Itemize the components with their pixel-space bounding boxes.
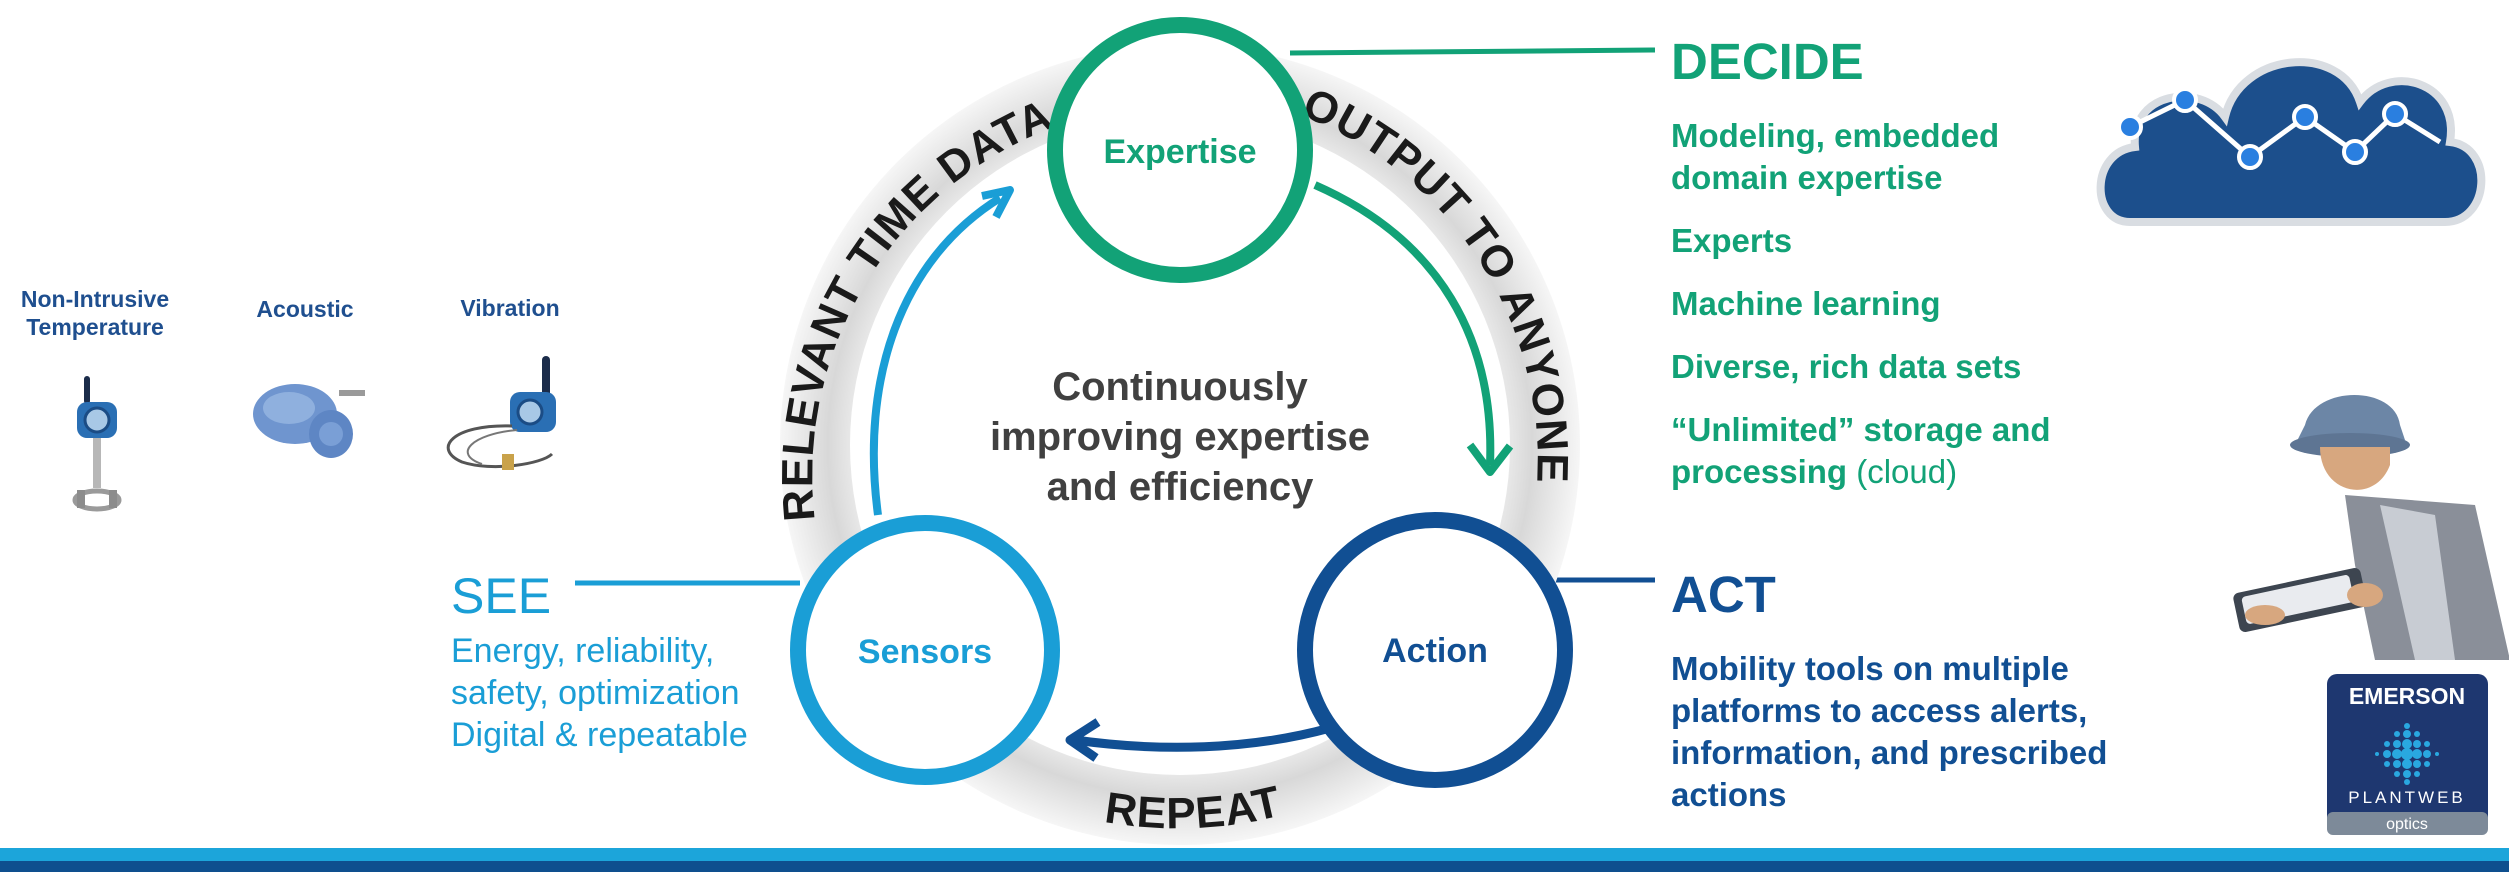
decide-item: Machine learning — [1671, 285, 1941, 322]
svg-text:PLANTWEB: PLANTWEB — [2348, 788, 2466, 807]
see-list: Energy, reliability, safety, optimizatio… — [451, 630, 748, 756]
decide-connector-line — [1289, 47, 1656, 56]
sensor-label-vibration: Vibration — [460, 295, 560, 321]
node-action-label: Action — [1382, 632, 1488, 670]
arrow-output — [1313, 181, 1495, 466]
node-expertise — [1047, 17, 1313, 283]
acoustic-transmitter-icon — [253, 384, 365, 458]
decide-storage-normal: (cloud) — [1856, 453, 1958, 490]
arrow-relevant-data — [869, 194, 1003, 516]
svg-text:EMERSON: EMERSON — [2349, 683, 2465, 709]
see-item: safety, optimization — [451, 674, 740, 712]
cloud-analytics-icon — [2096, 58, 2486, 226]
emerson-plantweb-logo: EMERSON PLANTWEB optics — [2327, 674, 2488, 835]
arrow-repeat — [1074, 723, 1332, 752]
sensor-label-temperature: Non-Intrusive Temperature — [20, 286, 170, 340]
center-text-line3: and efficiency — [1047, 465, 1315, 509]
node-sensors — [790, 515, 1060, 785]
see-heading: SEE — [451, 568, 552, 624]
sensor-label-acoustic: Acoustic — [256, 296, 354, 322]
act-description: Mobility tools on multiple platforms to … — [1671, 650, 2108, 813]
decide-heading: DECIDE — [1671, 33, 1864, 90]
decide-item-storage: “Unlimited” storage and processing (clou… — [1671, 409, 2071, 493]
node-expertise-label: Expertise — [1103, 133, 1256, 171]
vibration-transmitter-icon — [446, 356, 556, 470]
node-sensors-label: Sensors — [858, 633, 992, 671]
decide-item: Experts — [1671, 222, 1793, 259]
decide-storage-bold: “Unlimited” storage and processing — [1671, 411, 2051, 490]
decide-item: Diverse, rich data sets — [1671, 348, 2022, 385]
center-text-line1: Continuously — [1052, 365, 1308, 409]
node-action — [1297, 512, 1573, 788]
act-heading: ACT — [1671, 566, 1776, 623]
temperature-transmitter-icon — [72, 376, 122, 512]
footer-bar-dark — [0, 861, 2509, 872]
worker-tablet-icon — [2233, 395, 2509, 660]
see-item: Energy, reliability, — [451, 632, 715, 670]
footer-bar-light — [0, 848, 2509, 861]
svg-text:optics: optics — [2386, 816, 2428, 833]
center-text-line2: improving expertise — [990, 415, 1370, 459]
see-item: Digital & repeatable — [451, 716, 748, 754]
decide-list: Modeling, embedded domain expertise Expe… — [1671, 115, 2071, 514]
decide-item: Modeling, embedded domain expertise — [1671, 117, 2000, 196]
